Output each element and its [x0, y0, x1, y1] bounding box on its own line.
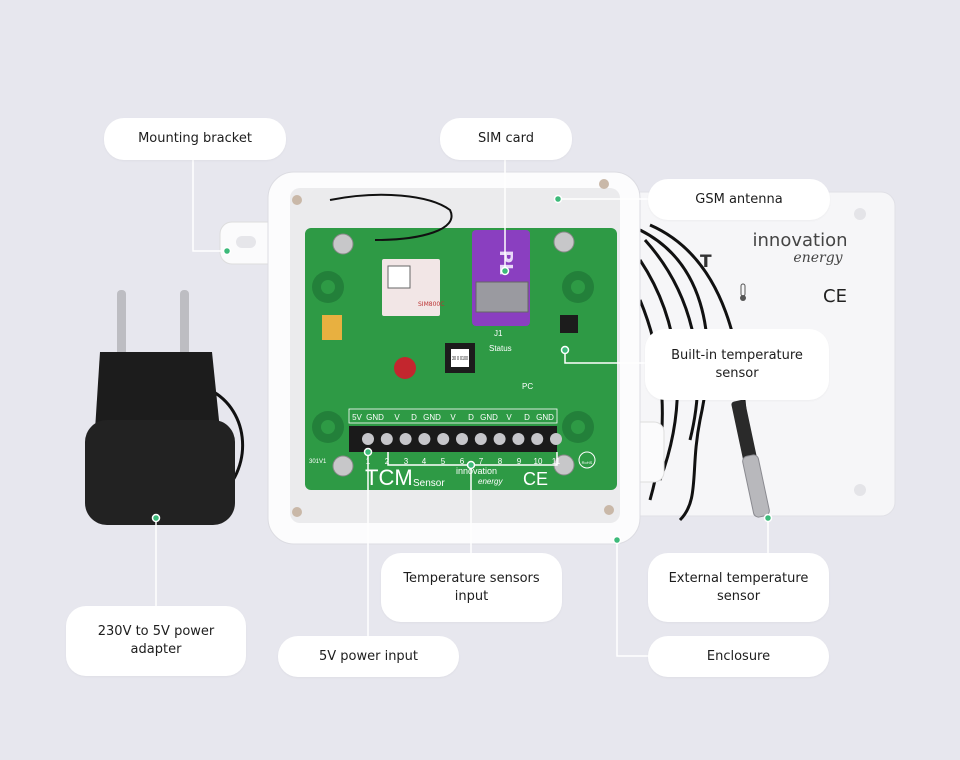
label-enclosure: Enclosure — [648, 636, 829, 677]
svg-text:GND: GND — [536, 413, 554, 422]
jumper-label: J1 — [494, 329, 503, 338]
svg-text:GND: GND — [423, 413, 441, 422]
label-mounting-bracket: Mounting bracket — [104, 118, 286, 160]
svg-text:5V: 5V — [352, 413, 362, 422]
terminal-block — [349, 426, 557, 452]
terminal-labels: 5V GND V D GND V D GND V D GND — [348, 408, 558, 424]
electrolytic-capacitor — [394, 357, 416, 379]
terminal-screw — [531, 433, 544, 445]
svg-text:7: 7 — [479, 457, 484, 466]
svg-text:D: D — [411, 413, 417, 422]
module-text: SIM800C — [418, 301, 444, 308]
pcb-brand-top: innovation — [456, 466, 497, 476]
pcb-ce-mark: CE — [523, 469, 548, 489]
svg-text:5: 5 — [441, 457, 446, 466]
thermometer-icon — [740, 283, 746, 301]
capacitor — [322, 315, 342, 340]
svg-text:9: 9 — [517, 457, 522, 466]
terminal-screw — [380, 433, 393, 445]
pcb-board: SIM800C PL 30 0 0100 Status J1 PC 5V GND… — [305, 193, 617, 490]
label-external-temperature-sensor: External temperature sensor — [648, 553, 829, 622]
svg-text:GND: GND — [366, 413, 384, 422]
svg-text:D: D — [524, 413, 530, 422]
terminal-screw — [474, 433, 487, 445]
terminal-screw — [418, 433, 431, 445]
external-temperature-probe — [731, 399, 770, 518]
terminal-screw — [550, 433, 562, 445]
product-name: TCM — [365, 465, 413, 490]
back-brand-bottom: energy — [793, 250, 843, 266]
svg-text:3: 3 — [404, 457, 409, 466]
svg-text:8: 8 — [498, 457, 503, 466]
label-5v-power-input: 5V power input — [278, 636, 459, 677]
chip-text: 30 0 0100 — [452, 356, 468, 362]
terminal-screw — [437, 433, 450, 445]
svg-text:10: 10 — [534, 457, 543, 466]
power-adapter — [85, 290, 245, 525]
label-power-adapter: 230V to 5V power adapter — [66, 606, 246, 676]
svg-text:4: 4 — [422, 457, 427, 466]
leader-dots — [151, 194, 773, 545]
revision-label: 301V1 — [309, 459, 327, 465]
svg-text:6: 6 — [460, 457, 465, 466]
svg-text:GND: GND — [480, 413, 498, 422]
status-label: Status — [489, 344, 512, 353]
label-temperature-sensors-input: Temperature sensors input — [381, 553, 562, 622]
terminal-screw — [456, 433, 468, 445]
label-gsm-antenna: GSM antenna — [648, 179, 830, 220]
svg-text:V: V — [394, 413, 400, 422]
terminal-screw — [493, 433, 506, 445]
svg-text:D: D — [468, 413, 474, 422]
pcb-brand-bottom: energy — [478, 477, 503, 486]
back-brand-top: innovation — [753, 230, 848, 251]
rohs-mark: RoHS — [582, 460, 593, 465]
product-sub: Sensor — [413, 478, 445, 489]
svg-text:V: V — [506, 413, 512, 422]
back-ce-mark: CE — [823, 286, 847, 307]
terminal-screw — [512, 433, 525, 445]
pc-label: PC — [522, 382, 533, 391]
label-builtin-temperature-sensor: Built-in temperature sensor — [645, 329, 829, 400]
svg-text:V: V — [450, 413, 456, 422]
label-sim-card: SIM card — [440, 118, 572, 160]
terminal-screw — [399, 433, 412, 445]
terminal-screw — [362, 433, 374, 445]
